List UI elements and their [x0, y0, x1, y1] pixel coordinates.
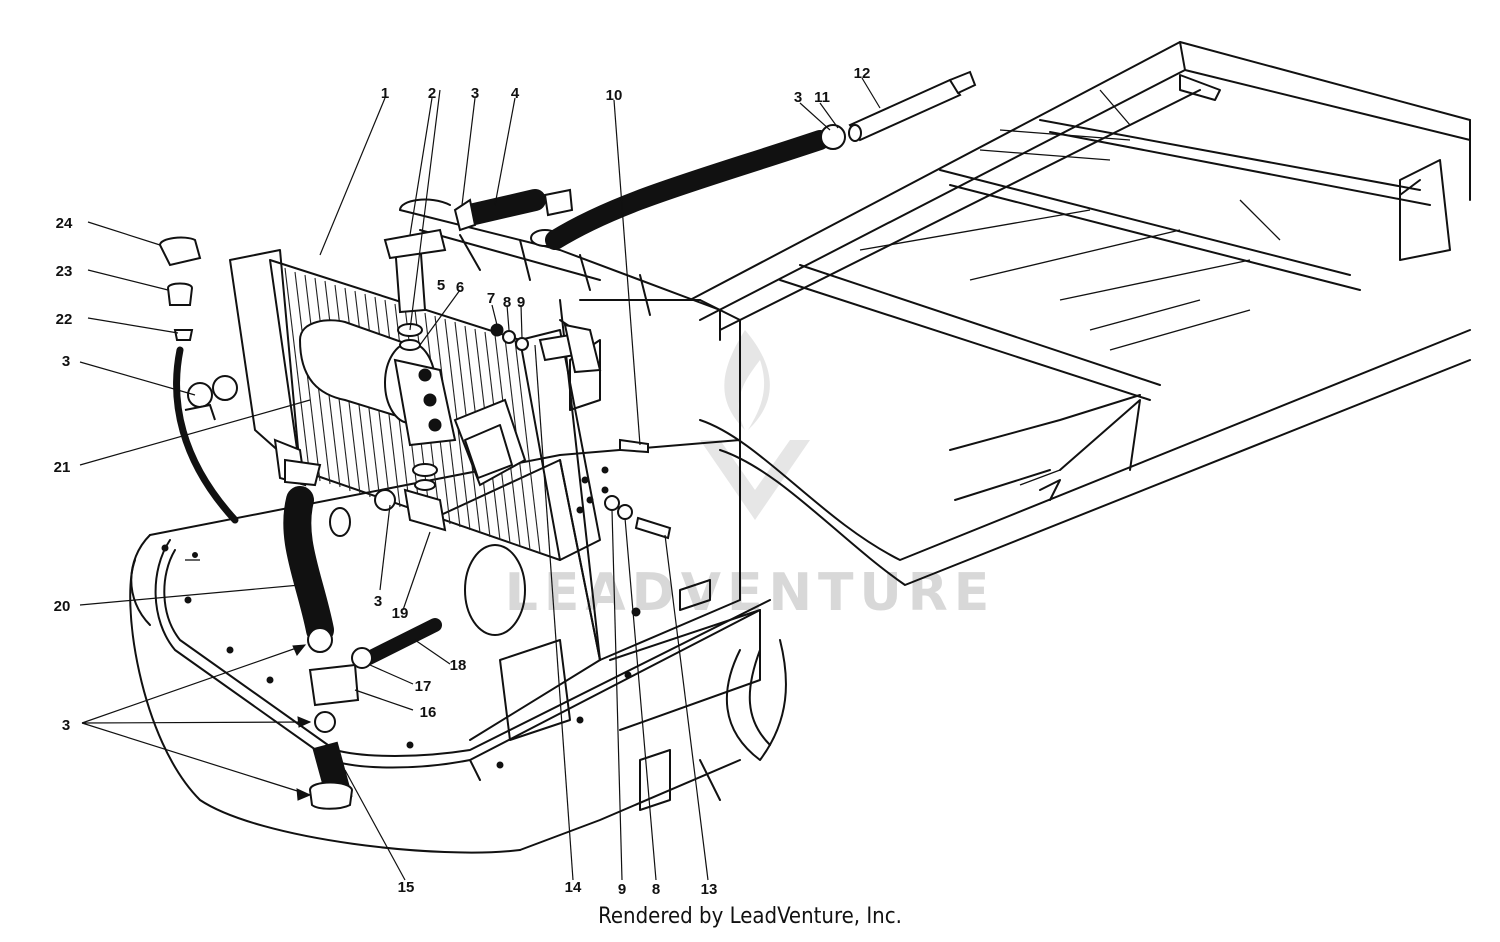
callout-14: 14 — [565, 879, 582, 896]
chassis-frame — [689, 41, 1471, 586]
callout-2: 2 — [428, 85, 436, 102]
callout-21: 21 — [54, 459, 71, 476]
callout-8-bottom: 8 — [652, 881, 660, 898]
callout-12: 12 — [854, 65, 871, 82]
callout-9-bottom: 9 — [618, 881, 626, 898]
callout-13: 13 — [701, 881, 718, 898]
callout-5: 5 — [437, 277, 445, 294]
callout-6: 6 — [456, 279, 464, 296]
fittings — [158, 124, 846, 810]
leader-lines — [79, 77, 881, 881]
watermark: LEADVENTURE — [505, 330, 996, 623]
callout-7: 7 — [487, 290, 495, 307]
callout-4: 4 — [511, 85, 520, 102]
callout-19: 19 — [392, 605, 409, 622]
callout-9-top: 9 — [517, 294, 525, 311]
hoses — [173, 70, 977, 804]
callout-3-mid: 3 — [374, 593, 382, 610]
callout-16: 16 — [420, 704, 437, 721]
callout-24: 24 — [56, 215, 73, 232]
callout-20: 20 — [54, 598, 71, 615]
callout-3-left: 3 — [62, 353, 70, 370]
radiator — [229, 198, 721, 561]
callout-15: 15 — [398, 879, 415, 896]
callout-3-top: 3 — [471, 85, 479, 102]
credit-text: Rendered by LeadVenture, Inc. — [598, 904, 902, 929]
callout-10: 10 — [606, 87, 623, 104]
callout-17: 17 — [415, 678, 432, 695]
callout-18: 18 — [450, 657, 467, 674]
callout-11: 11 — [814, 89, 830, 106]
callout-8-top: 8 — [503, 294, 511, 311]
body-tub — [129, 299, 787, 854]
callout-1: 1 — [381, 85, 389, 102]
callout-23: 23 — [56, 263, 73, 280]
watermark-text: LEADVENTURE — [505, 563, 996, 623]
callout-22: 22 — [56, 311, 73, 328]
callout-3-bottom: 3 — [62, 717, 70, 734]
callout-labels: 1 2 3 4 10 3 11 12 24 23 22 3 5 6 7 8 9 … — [54, 65, 871, 898]
callout-3-hose: 3 — [794, 89, 802, 106]
